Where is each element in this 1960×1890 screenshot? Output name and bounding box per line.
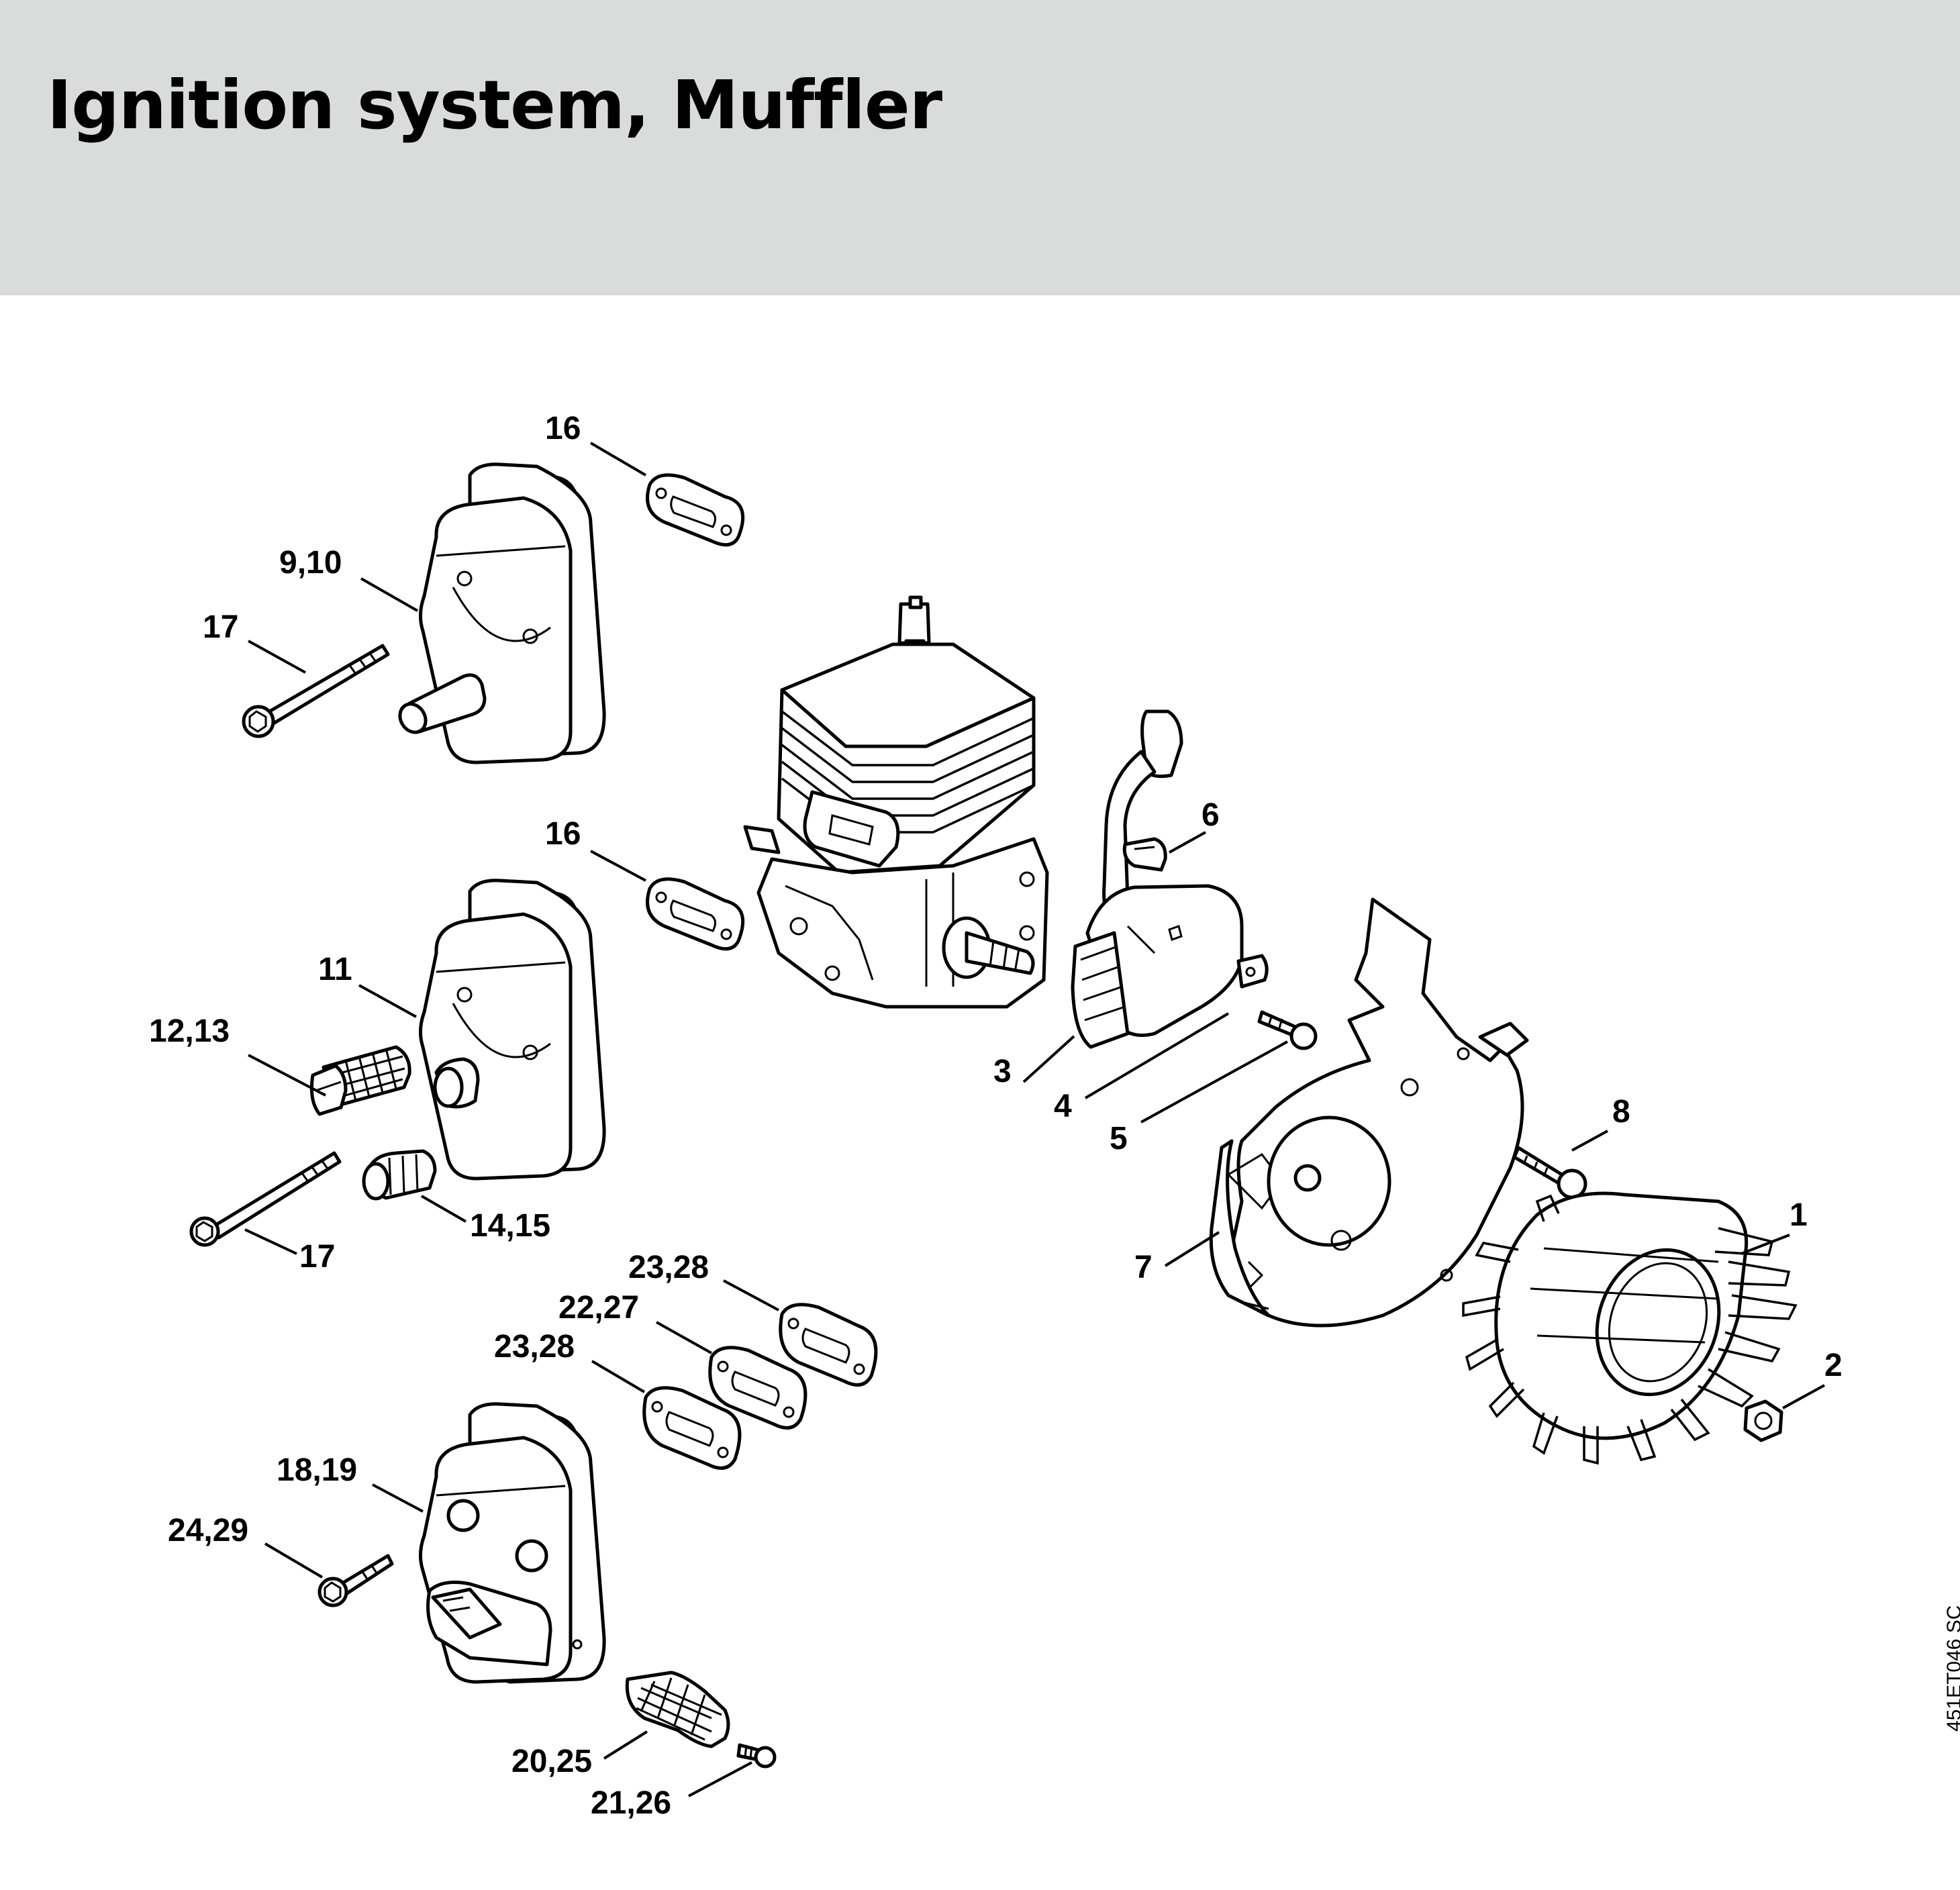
callout-12-13: 12,13 [149,1013,230,1049]
screw-5[interactable] [1257,1010,1318,1050]
gasket-23-28-lower[interactable] [642,1386,742,1470]
bolt-17-middle[interactable] [189,1151,342,1247]
callout-8: 8 [1612,1094,1630,1130]
muffler-9-10[interactable] [395,462,606,764]
screw-24-29[interactable] [317,1554,394,1607]
callout-labels: 16 9,10 17 16 6 11 12,13 3 4 5 8 1 7 17 … [149,411,1843,1821]
clip-6[interactable] [1122,837,1167,872]
header-band: Ignition system, Muffler [0,0,1960,295]
callout-1: 1 [1790,1197,1808,1233]
muffler-18-19[interactable] [419,1402,606,1684]
callout-2: 2 [1824,1348,1843,1383]
gasket-22-27[interactable] [708,1346,807,1430]
engine-block[interactable] [743,595,1049,1009]
callout-22-27: 22,27 [558,1290,639,1326]
callout-17-top: 17 [203,609,238,645]
screw-21-26[interactable] [736,1743,777,1769]
leader-lines [244,442,1825,1797]
callout-5: 5 [1110,1121,1128,1156]
callout-23-28-lower: 23,28 [494,1329,575,1364]
gasket-16-top[interactable] [646,473,745,547]
callout-16-middle: 16 [545,816,581,852]
callout-18-19: 18,19 [277,1452,357,1488]
callout-24-29: 24,29 [168,1513,248,1548]
gasket-16-middle[interactable] [646,877,745,951]
callout-23-28-upper: 23,28 [628,1250,709,1285]
bolt-17-top[interactable] [242,644,390,738]
screen-plate-20-25[interactable] [625,1671,730,1748]
callout-20-25: 20,25 [511,1744,592,1779]
callout-7: 7 [1134,1250,1153,1285]
spark-arrestor-screen-12-13[interactable] [309,1045,411,1116]
callout-14-15: 14,15 [470,1208,550,1244]
flywheel-1[interactable] [1462,1191,1798,1465]
drawing-reference-code: 451ET046 SC [1943,1605,1960,1732]
callout-17-middle: 17 [299,1239,335,1275]
callout-21-26: 21,26 [591,1785,671,1821]
muffler-11[interactable] [419,879,606,1181]
callout-16-top: 16 [545,411,581,446]
nipple-14-15[interactable] [362,1149,437,1201]
plate-4[interactable] [1236,954,1269,989]
callout-3: 3 [993,1054,1012,1089]
fan-housing-7[interactable] [1209,897,1529,1328]
page-title: Ignition system, Muffler [47,66,942,144]
callout-11: 11 [318,952,352,987]
gasket-23-28-upper[interactable] [779,1303,878,1387]
callout-4: 4 [1054,1089,1072,1124]
ignition-module-3[interactable] [1071,709,1244,1049]
nut-2[interactable] [1743,1399,1783,1442]
callout-9-10: 9,10 [279,545,342,581]
callout-6: 6 [1202,797,1220,833]
screw-8[interactable] [1512,1146,1587,1199]
